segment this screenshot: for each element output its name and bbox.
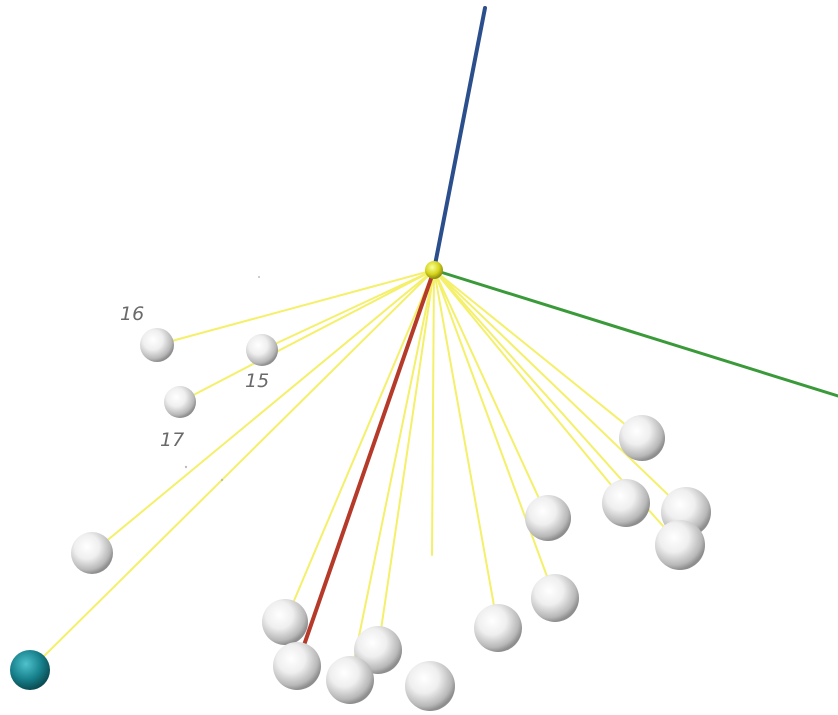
bond-line xyxy=(179,269,435,403)
bond-line xyxy=(433,269,643,439)
red-axis xyxy=(301,268,436,650)
bond-line xyxy=(91,269,435,554)
atom-17[interactable] xyxy=(164,386,196,418)
special-atom[interactable] xyxy=(10,650,50,690)
atom[interactable] xyxy=(619,415,665,461)
speck xyxy=(184,465,188,469)
bond-line xyxy=(433,269,687,513)
bond-line xyxy=(284,269,435,623)
bond-line xyxy=(377,269,435,651)
speck xyxy=(220,478,224,482)
atom-labels: 16 15 17 xyxy=(120,303,269,451)
blue-axis xyxy=(432,6,487,272)
bond-line xyxy=(349,269,435,681)
label-15: 15 xyxy=(245,370,269,392)
green-axis xyxy=(432,268,838,398)
center-atom[interactable] xyxy=(425,261,443,279)
specks xyxy=(184,276,260,482)
atom-15[interactable] xyxy=(246,334,278,366)
atom[interactable] xyxy=(531,574,579,622)
speck xyxy=(258,276,260,278)
atom[interactable] xyxy=(405,661,455,711)
label-17: 17 xyxy=(160,429,184,451)
bond-lines xyxy=(29,269,687,681)
atom[interactable] xyxy=(354,626,402,674)
atom[interactable] xyxy=(474,604,522,652)
atom[interactable] xyxy=(71,532,113,574)
atom[interactable] xyxy=(262,599,308,645)
atom[interactable] xyxy=(602,479,650,527)
atom-16[interactable] xyxy=(140,328,174,362)
bond-line xyxy=(433,269,556,599)
bond-line xyxy=(433,269,627,504)
atom[interactable] xyxy=(525,495,571,541)
atoms xyxy=(10,261,711,711)
bond-line xyxy=(156,269,435,346)
atom[interactable] xyxy=(273,642,321,690)
atom[interactable] xyxy=(655,520,705,570)
bond-line xyxy=(29,269,435,671)
bond-line xyxy=(433,269,549,519)
bond-line xyxy=(261,269,435,351)
bond-line xyxy=(431,269,435,556)
bond-line xyxy=(433,269,499,629)
label-16: 16 xyxy=(120,303,144,325)
axes xyxy=(432,6,838,398)
atom[interactable] xyxy=(326,656,374,704)
